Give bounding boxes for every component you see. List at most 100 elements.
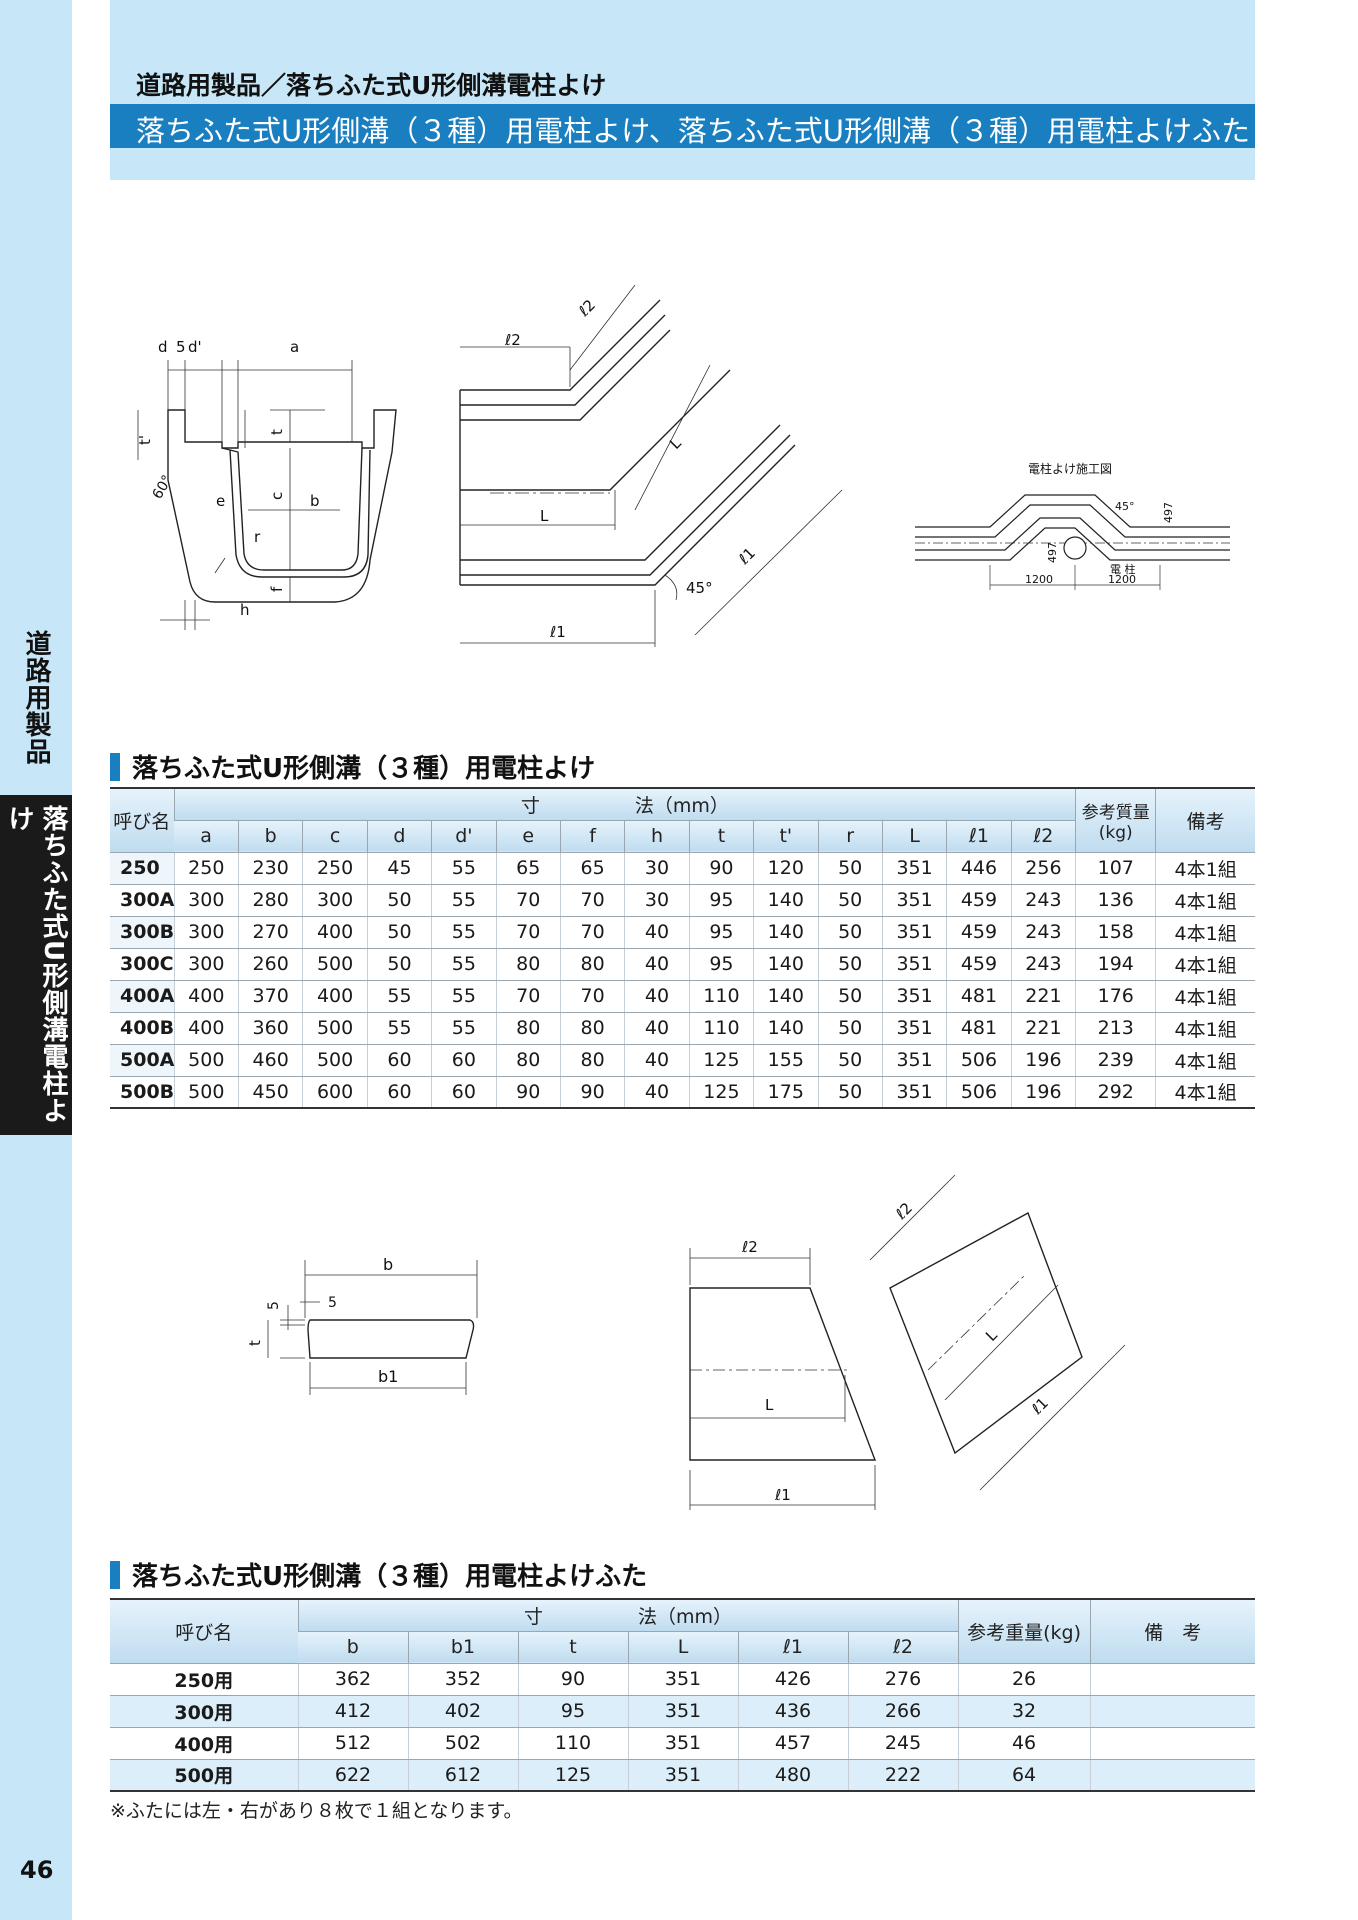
cover-plan-L-left: L (765, 1396, 774, 1414)
installation-1200-right: 1200 (1108, 573, 1136, 586)
table-cell: 196 (1010, 1076, 1076, 1109)
table-cell: 459 (946, 948, 1012, 981)
row-name-cell: 400用 (110, 1727, 298, 1760)
cover-dim-5-horizontal: 5 (328, 1295, 337, 1311)
table-cell: 40 (624, 1044, 690, 1077)
table-cell: 270 (237, 916, 303, 949)
table-cell: 4本1組 (1155, 980, 1255, 1013)
table-cell: 360 (237, 1012, 303, 1045)
table-cell: 110 (517, 1727, 628, 1760)
table-cell: 60 (366, 1076, 432, 1109)
table-cell: 50 (366, 916, 432, 949)
dim-label-dprime: d' (188, 338, 202, 356)
table-cell: 266 (847, 1695, 959, 1728)
dim-label-a: a (290, 338, 299, 356)
dim-label-h: h (240, 601, 250, 619)
table-cell: 500 (302, 1012, 368, 1045)
table-cell: 30 (624, 852, 690, 885)
table-cell: 50 (817, 1012, 883, 1045)
section-title-text: 落ちふた式U形側溝（３種）用電柱よけ (132, 754, 596, 784)
table-cell: 80 (495, 948, 561, 981)
table-cell: 95 (517, 1695, 628, 1728)
table-cell: 55 (431, 852, 497, 885)
table-cell: 50 (366, 948, 432, 981)
col-header-dim: h (624, 820, 690, 853)
table-cell: 457 (737, 1727, 848, 1760)
table-cell: 140 (753, 916, 818, 949)
row-name-cell: 500用 (110, 1759, 298, 1792)
table-cell: 370 (237, 980, 303, 1013)
row-name-cell: 300C (110, 948, 175, 981)
col-header-dim: d (366, 820, 432, 853)
col-header-dim: t' (753, 820, 818, 853)
dim-label-c: c (268, 492, 286, 500)
row-name-cell: 400A (110, 980, 174, 1013)
table-cell: 140 (753, 948, 818, 981)
table-cell: 70 (495, 980, 561, 1013)
table-cell: 243 (1010, 884, 1076, 917)
table-cell: 50 (817, 916, 883, 949)
table-cell: 362 (297, 1663, 408, 1696)
table-cell: 459 (946, 916, 1012, 949)
dim-label-b: b (310, 492, 320, 510)
table-cell: 250 (302, 852, 368, 885)
table-cell: 221 (1010, 980, 1076, 1013)
table-cell: 40 (624, 948, 690, 981)
col-header-dim: f (559, 820, 625, 853)
table-cell: 140 (753, 884, 818, 917)
table-cell: 46 (957, 1727, 1091, 1760)
col-header-weight: 参考質量(kg) (1075, 788, 1156, 853)
table-cell: 90 (559, 1076, 625, 1109)
table-cell: 80 (559, 948, 625, 981)
table-cell: 352 (407, 1663, 518, 1696)
table-cell: 4本1組 (1155, 948, 1255, 981)
cover-plan-l2-right: ℓ2 (891, 1199, 916, 1224)
table-cell: 612 (407, 1759, 518, 1792)
table-cell: 196 (1010, 1044, 1076, 1077)
section-title-pole-guard: 落ちふた式U形側溝（３種）用電柱よけ (110, 748, 595, 785)
table-cell: 481 (946, 980, 1012, 1013)
table-cell: 40 (624, 980, 690, 1013)
row-name-cell: 300A (110, 884, 174, 917)
table-cell: 194 (1075, 948, 1156, 981)
table-cell: 70 (559, 980, 625, 1013)
row-name-cell: 250用 (110, 1663, 298, 1696)
sidebar-product-tab: 落ちふた式U形側溝電柱よけ (0, 795, 72, 1135)
dim-label-l1-horizontal: ℓ1 (549, 623, 566, 641)
table-cell: 40 (624, 916, 690, 949)
table-cell: 512 (297, 1727, 408, 1760)
installation-pole-label: 電 柱 (1110, 562, 1136, 576)
table-cell: 125 (517, 1759, 628, 1792)
table-cell: 50 (366, 884, 432, 917)
table-cell: 140 (753, 980, 818, 1013)
angle-label-45: 45° (686, 579, 713, 597)
table-cell: 243 (1010, 916, 1076, 949)
dim-label-d: d (158, 338, 168, 356)
page-title-bar: 落ちふた式U形側溝（３種）用電柱よけ、落ちふた式U形側溝（３種）用電柱よけふた (110, 104, 1255, 148)
table-cell: 351 (627, 1663, 738, 1696)
table-cell: 70 (495, 884, 561, 917)
table-cell: 402 (407, 1695, 518, 1728)
table-cell: 300 (302, 884, 368, 917)
installation-497-left: 497 (1046, 542, 1059, 563)
table-cell: 506 (946, 1044, 1012, 1077)
plan-view-diagram: ℓ2 ℓ2 L L ℓ1 ℓ1 45° (459, 284, 843, 647)
table-cell: 292 (1075, 1076, 1156, 1109)
table-cell: 4本1組 (1155, 1044, 1255, 1077)
table-cell: 80 (495, 1012, 561, 1045)
col-header-dim: e (495, 820, 561, 853)
cover-dim-5-vertical: 5 (266, 1301, 282, 1310)
section-marker (110, 1560, 120, 1589)
dim-label-t: t (268, 429, 286, 435)
table-cell: 230 (237, 852, 303, 885)
table-cell: 506 (946, 1076, 1012, 1109)
dim-label-L-diagonal: L (666, 434, 685, 453)
table-cell: 351 (881, 1076, 947, 1109)
table-cell: 65 (559, 852, 625, 885)
table-cell: 243 (1010, 948, 1076, 981)
